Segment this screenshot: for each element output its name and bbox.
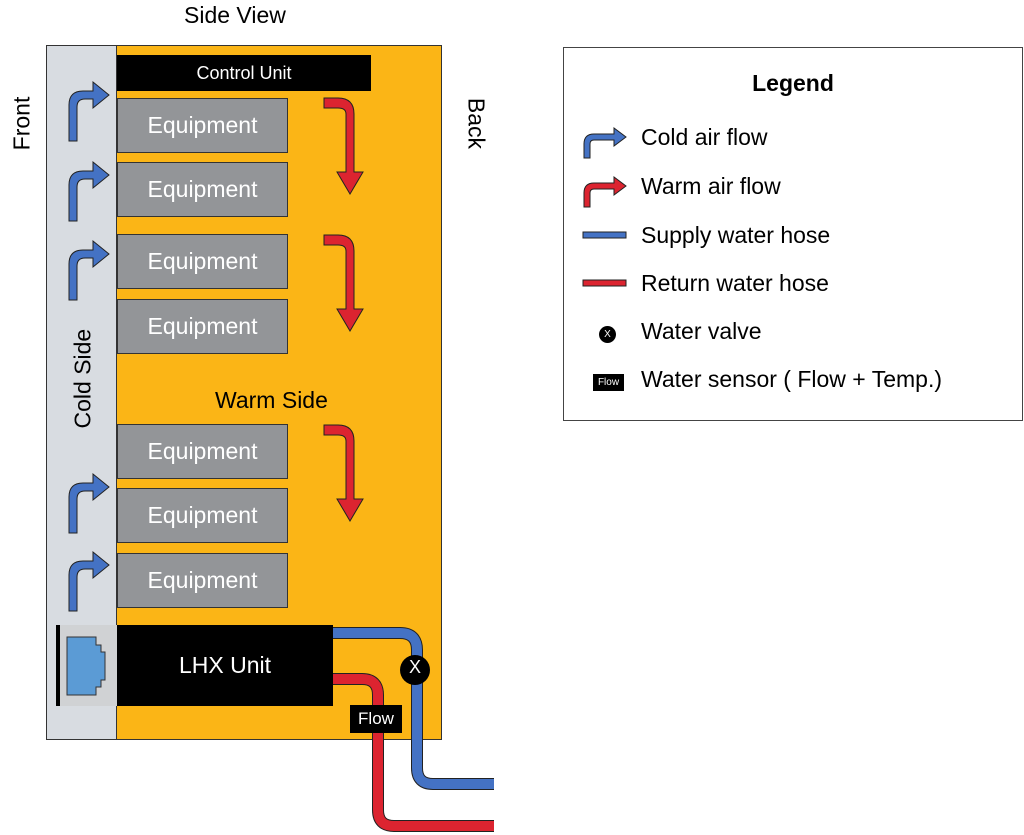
cold-side-strip bbox=[47, 46, 117, 739]
cold-air-arrow-icon bbox=[68, 473, 110, 534]
water-valve-icon bbox=[400, 655, 430, 685]
legend-item-cold-air: Cold air flow bbox=[641, 124, 768, 150]
warm-air-arrow-icon bbox=[323, 97, 364, 195]
equipment-1: Equipment bbox=[117, 98, 288, 153]
equipment-7: Equipment bbox=[117, 553, 288, 608]
diagram-title: Side View bbox=[184, 2, 286, 28]
equipment-2: Equipment bbox=[117, 162, 288, 217]
cold-air-arrow-icon bbox=[68, 161, 110, 222]
water-sensor-icon: Flow bbox=[593, 374, 624, 391]
return-hose-icon bbox=[582, 279, 627, 287]
return-water-hose bbox=[333, 674, 494, 831]
cold-air-arrow-icon bbox=[583, 127, 627, 159]
water-valve-label: X bbox=[408, 657, 421, 677]
equipment-3: Equipment bbox=[117, 234, 288, 289]
supply-water-hose bbox=[333, 628, 494, 789]
lhx-unit: LHX Unit bbox=[117, 625, 333, 706]
equipment-5: Equipment bbox=[117, 424, 288, 479]
warm-air-arrow-icon bbox=[323, 234, 364, 332]
supply-hose-icon bbox=[582, 231, 627, 239]
warm-air-arrow-icon bbox=[583, 176, 627, 208]
equipment-6: Equipment bbox=[117, 488, 288, 543]
legend-title: Legend bbox=[752, 70, 834, 96]
legend-item-water-valve: Water valve bbox=[641, 318, 762, 344]
control-unit: Control Unit bbox=[117, 55, 371, 91]
equipment-4: Equipment bbox=[117, 299, 288, 354]
legend-item-return-hose: Return water hose bbox=[641, 270, 829, 296]
legend-item-water-sensor: Water sensor ( Flow + Temp.) bbox=[641, 366, 942, 392]
warm-side-label: Warm Side bbox=[215, 387, 328, 413]
legend-item-warm-air: Warm air flow bbox=[641, 173, 781, 199]
warm-air-arrow-icon bbox=[323, 424, 364, 522]
network-port-icon bbox=[66, 636, 106, 696]
cold-air-arrow-icon bbox=[68, 240, 110, 301]
legend-box: Legend Cold air flow Warm air flow Suppl… bbox=[563, 47, 1023, 421]
cold-air-arrow-icon bbox=[68, 81, 110, 142]
cold-air-arrow-icon bbox=[68, 551, 110, 612]
water-sensor: Flow bbox=[350, 705, 402, 733]
water-valve-icon: X bbox=[599, 326, 616, 343]
legend-item-supply-hose: Supply water hose bbox=[641, 222, 831, 248]
lhx-port-edge bbox=[56, 625, 60, 706]
